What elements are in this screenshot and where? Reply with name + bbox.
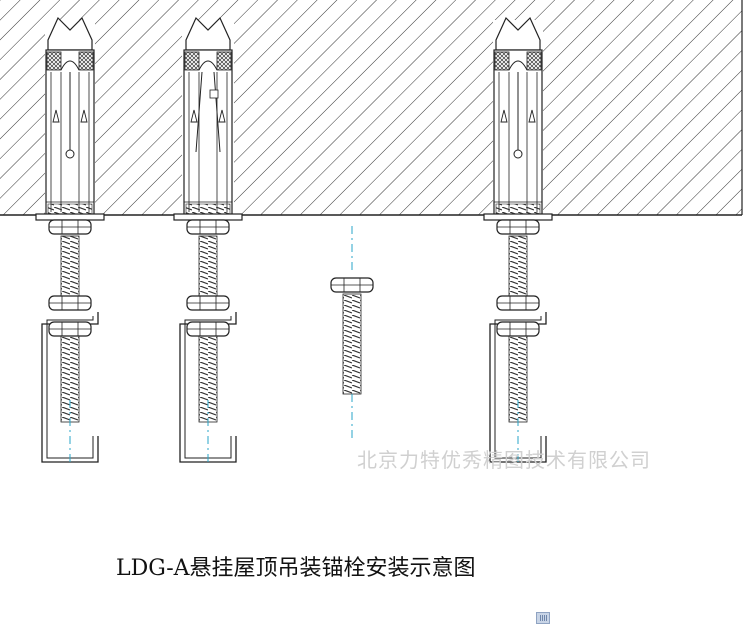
diagram-title: LDG-A悬挂屋顶吊装锚栓安装示意图 bbox=[116, 556, 476, 581]
anchor-assembly-2 bbox=[173, 17, 243, 221]
scrollbar-thumb-icon[interactable] bbox=[536, 612, 550, 624]
watermark-text: 北京力特优秀精图技术有限公司 bbox=[357, 448, 651, 472]
loose-bolt-3 bbox=[330, 226, 374, 442]
anchor-assembly-4 bbox=[483, 17, 553, 221]
anchor-assembly-1 bbox=[35, 17, 105, 221]
ceiling-slab bbox=[0, 0, 742, 215]
